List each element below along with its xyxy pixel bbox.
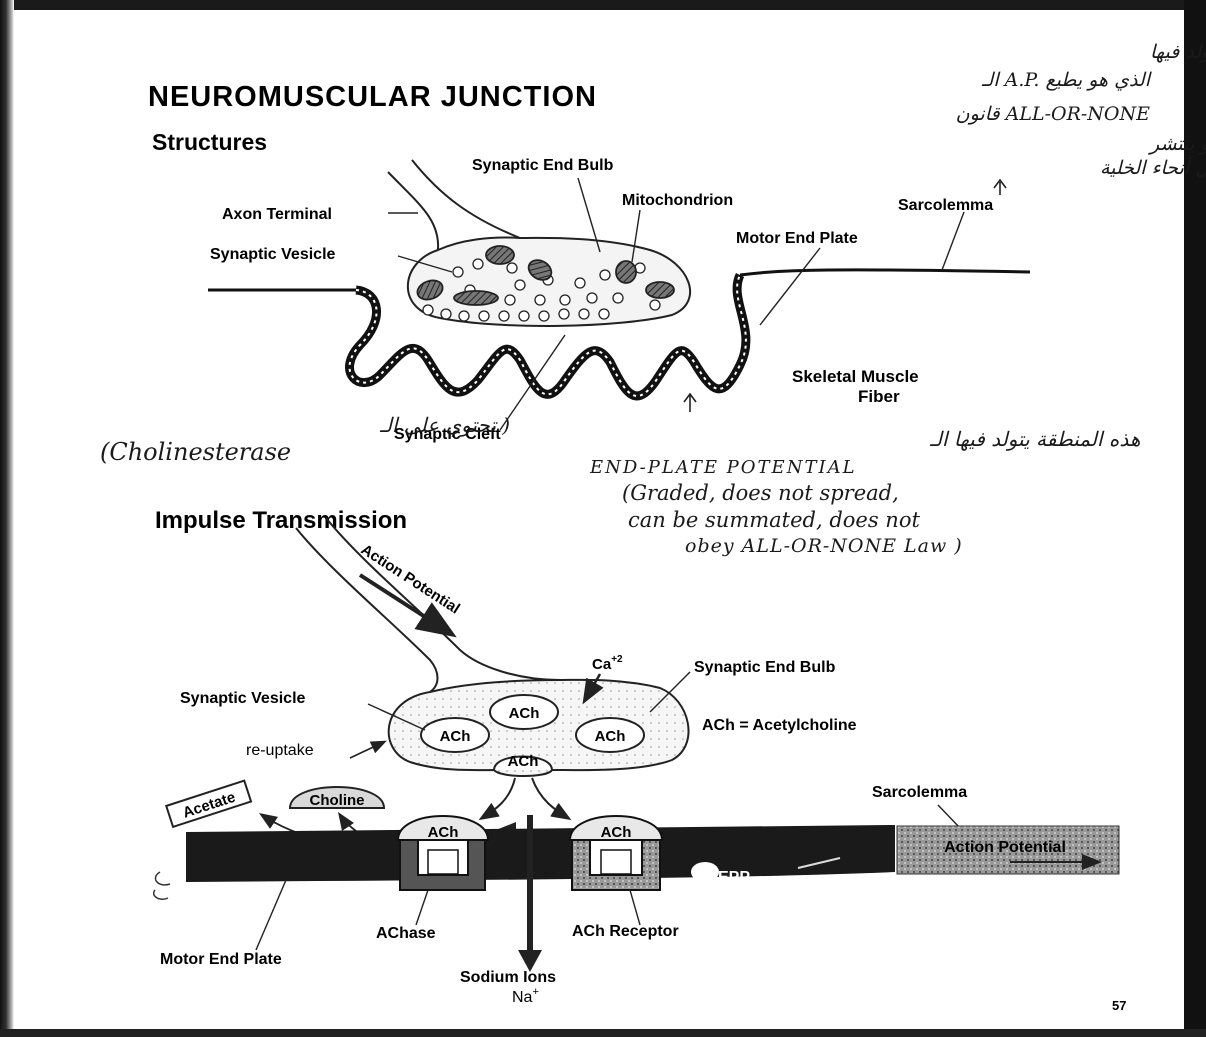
label-fiber: Fiber [858,387,900,406]
achase-enzyme: ACh [398,816,488,890]
svg-text:ACh: ACh [428,824,459,841]
svg-text:قانون ALL-OR-NONE: قانون ALL-OR-NONE [956,103,1150,125]
svg-text:في كل أنحاء الخلية: في كل أنحاء الخلية [1100,155,1206,179]
epp-blob [691,862,719,882]
motor-end-plate-band [186,825,895,882]
label-achase: AChase [376,925,436,942]
structures-heading: Structures [152,129,267,155]
arrow-ach-left [482,778,515,818]
svg-text:END-PLATE POTENTIAL: END-PLATE POTENTIAL [589,457,857,478]
label-mitochondrion: Mitochondrion [622,192,733,209]
svg-text:ACh: ACh [509,705,540,722]
impulse-transmission-heading: Impulse Transmission [155,507,407,534]
label-sarcolemma-top: Sarcolemma [898,197,993,214]
svg-text:الـ A.P. الذي هو يطيع: الـ A.P. الذي هو يطيع [981,69,1153,91]
svg-text:( تحتوي على الـ: ( تحتوي على الـ [379,413,510,437]
acetate-box: Acetate [166,781,251,827]
svg-text:هذه المنطقة يتولد فيها الـ: هذه المنطقة يتولد فيها الـ [929,427,1140,451]
label-skeletal-muscle: Skeletal Muscle [792,367,919,386]
svg-text:obey ALL-OR-NONE Law ): obey ALL-OR-NONE Law ) [685,535,963,557]
label-synaptic-vesicle-top: Synaptic Vesicle [210,246,336,263]
handwritten-arrow-top [994,180,1006,195]
label-ca: Ca+2 [592,654,623,673]
label-na: Na+ [512,986,539,1006]
scan-mark-left [155,872,170,885]
label-action-potential-box: Action Potential [944,839,1066,856]
handwritten-arrow-epp [684,394,696,412]
handwritten-epp-notes: هذه المنطقة يتولد فيها الـ END-PLATE POT… [589,427,1140,557]
label-ach-receptor: ACh Receptor [572,923,679,940]
label-motor-end-plate-top: Motor End Plate [736,230,858,247]
label-choline: Choline [310,792,365,809]
label-axon-terminal: Axon Terminal [222,206,332,223]
svg-text:ACh: ACh [601,824,632,841]
label-synaptic-end-bulb: Synaptic End Bulb [472,157,614,174]
handwritten-arabic-top: هذه المنطقة يتولد فيها الـ A.P. الذي هو … [956,41,1206,179]
svg-text:(Cholinesterase: (Cholinesterase [100,438,291,466]
bottom-lower-labels: Motor End Plate AChase ACh Receptor Sodi… [160,923,679,1006]
page-number: 57 [1112,998,1126,1013]
label-reuptake: re-uptake [246,742,314,759]
arrow-ach-right [532,778,568,818]
axon-outline-left [388,172,438,250]
ach-receptor: ACh [570,816,662,890]
svg-text:ACh: ACh [508,753,539,770]
svg-text:هذه المنطقة يتولد فيها: هذه المنطقة يتولد فيها [1150,41,1206,63]
svg-text:ACh: ACh [595,728,626,745]
label-motor-end-plate-bottom: Motor End Plate [160,951,282,968]
label-ach-definition: ACh = Acetylcholine [702,717,857,734]
label-sarcolemma-bottom: Sarcolemma [872,784,967,801]
svg-text:ACh: ACh [440,728,471,745]
label-synaptic-vesicle-bottom: Synaptic Vesicle [180,690,306,707]
svg-text:وغير متدرج و ينتشر: وغير متدرج و ينتشر [1148,133,1206,155]
sarcolemma-line-right [740,270,1030,275]
main-title: NEUROMUSCULAR JUNCTION [148,81,597,113]
svg-text:(Graded, does not spread,: (Graded, does not spread, [622,481,899,505]
label-epp: EPP [718,869,750,886]
label-synaptic-end-bulb-bottom: Synaptic End Bulb [694,659,836,676]
label-sodium-ions: Sodium Ions [460,969,556,986]
svg-text:can be summated, does not: can be summated, does not [628,508,920,532]
reuptake-arrow [350,742,384,758]
